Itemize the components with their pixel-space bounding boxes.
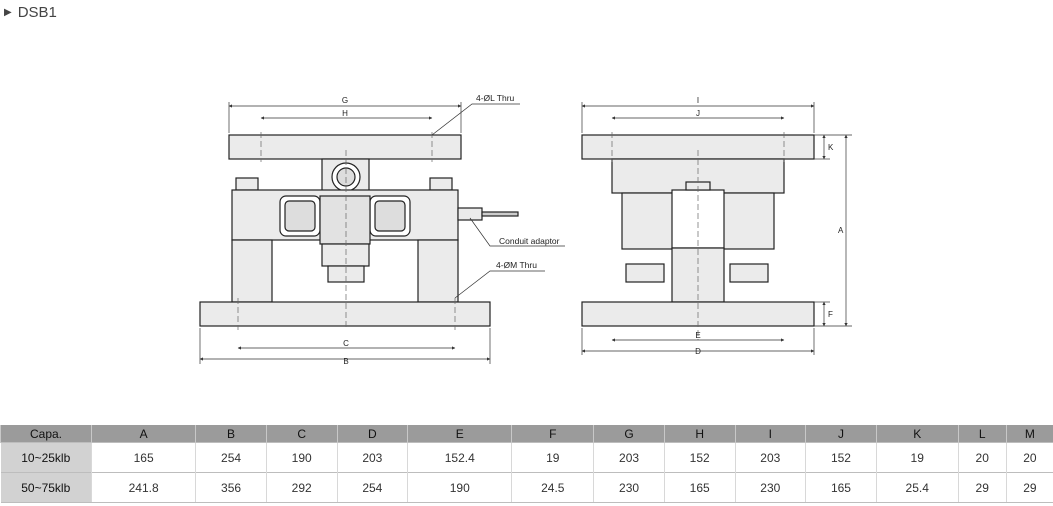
callout-m-thru: 4-ØM Thru xyxy=(496,260,537,270)
table-cell: 203 xyxy=(593,442,665,473)
col-header: C xyxy=(265,425,338,443)
dim-g-label: G xyxy=(342,96,348,105)
table-cell: 20 xyxy=(1005,442,1053,473)
table-cell: 29 xyxy=(957,472,1007,503)
col-header: F xyxy=(511,425,594,443)
side-dimension-lines xyxy=(581,102,852,355)
dim-h-label: H xyxy=(342,109,348,118)
front-base-plate xyxy=(199,301,491,327)
dim-f-label: F xyxy=(828,310,833,319)
table-cell: 19 xyxy=(511,442,594,473)
dim-j-label: J xyxy=(696,109,700,118)
table-cell: 190 xyxy=(407,472,512,503)
dim-c-label: C xyxy=(343,339,349,348)
table-cell: 20 xyxy=(957,442,1007,473)
col-header: K xyxy=(875,425,959,443)
table-cell: 241.8 xyxy=(90,472,196,503)
table-cell: 25.4 xyxy=(875,472,959,503)
table-row: 50~75klb 241.8 356 292 254 190 24.5 230 … xyxy=(0,472,1053,503)
table-cell: 254 xyxy=(195,442,267,473)
col-header: M xyxy=(1005,425,1053,443)
callout-l-thru: 4-ØL Thru xyxy=(476,93,515,103)
table-cell: 190 xyxy=(265,442,338,473)
table-cell: 152 xyxy=(663,442,735,473)
table-cell: 254 xyxy=(336,472,408,503)
front-column-right xyxy=(417,239,459,303)
table-cell: 230 xyxy=(593,472,665,503)
table-cell: 24.5 xyxy=(511,472,594,503)
table-cell: 203 xyxy=(734,442,806,473)
front-column-left xyxy=(231,239,273,303)
row-capacity: 50~75klb xyxy=(0,472,92,503)
table-cell: 230 xyxy=(734,472,806,503)
table-cell: 19 xyxy=(875,442,959,473)
dim-d-label: D xyxy=(695,347,701,356)
col-header: J xyxy=(805,425,877,443)
col-header: A xyxy=(90,425,196,443)
dim-i-label: I xyxy=(697,96,699,105)
dim-e-label: E xyxy=(695,331,700,340)
table-row: 10~25klb 165 254 190 203 152.4 19 203 15… xyxy=(0,442,1053,473)
col-header: B xyxy=(195,425,267,443)
model-name: DSB1 xyxy=(17,4,57,21)
dim-a-label: A xyxy=(838,226,844,235)
front-dimension-lines xyxy=(199,102,565,364)
col-header: H xyxy=(663,425,735,443)
col-header: Capa. xyxy=(0,425,92,443)
table-cell: 203 xyxy=(336,442,408,473)
front-top-plate xyxy=(228,134,462,160)
front-view xyxy=(199,134,519,327)
table-cell: 292 xyxy=(265,472,338,503)
dim-b-label: B xyxy=(343,357,348,366)
table-cell: 152 xyxy=(805,442,877,473)
dim-k-label: K xyxy=(828,143,834,152)
table-header-row: Capa. A B C D E F G H I J K L M xyxy=(0,425,1053,443)
row-capacity: 10~25klb xyxy=(0,442,92,473)
dimension-table: Capa. A B C D E F G H I J K L M 10~25klb… xyxy=(0,425,1053,503)
mounting-kit-drawing: G H C B 4-ØL Thru Conduit adaptor 4-ØM T… xyxy=(199,93,852,366)
col-header: E xyxy=(407,425,512,443)
section-title: ▶ DSB1 xyxy=(4,4,57,21)
table-cell: 165 xyxy=(805,472,877,503)
triangle-right-icon: ▶ xyxy=(4,7,12,18)
col-header: I xyxy=(734,425,806,443)
callout-conduit-adaptor: Conduit adaptor xyxy=(499,236,560,246)
table-cell: 152.4 xyxy=(407,442,512,473)
front-bolt-right xyxy=(429,177,453,191)
table-cell: 29 xyxy=(1005,472,1053,503)
col-header: G xyxy=(593,425,665,443)
table-cell: 165 xyxy=(90,442,196,473)
table-cell: 356 xyxy=(195,472,267,503)
col-header: L xyxy=(957,425,1007,443)
table-cell: 165 xyxy=(663,472,735,503)
front-bolt-left xyxy=(235,177,259,191)
col-header: D xyxy=(336,425,408,443)
